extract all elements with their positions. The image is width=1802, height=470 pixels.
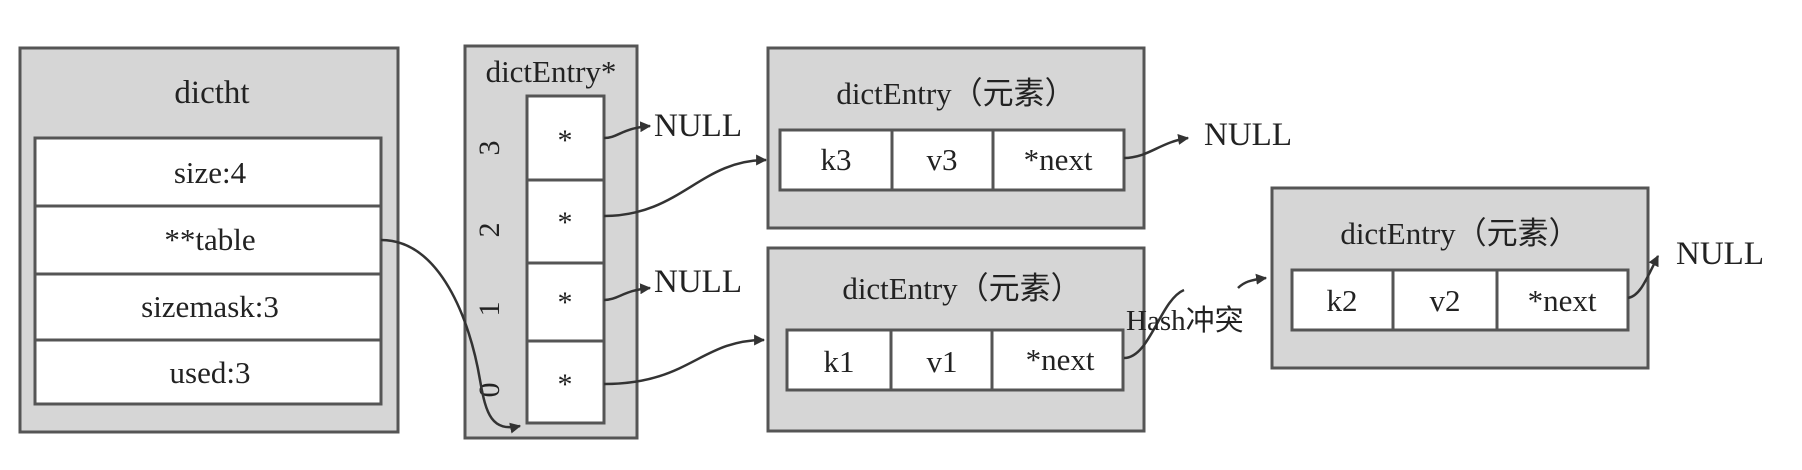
- bucket-0-pointer: *: [558, 368, 573, 401]
- bucket-1-pointer: *: [558, 286, 573, 319]
- dictht-size-cell: [33, 136, 383, 208]
- bucket-0-cell: [525, 339, 606, 425]
- bucket-0-to-k1-arrow: [603, 334, 766, 386]
- entry-k3-key: k3: [821, 142, 852, 177]
- entry-k3-panel: dictEntry（元素） k3 v3 *next: [766, 46, 1146, 230]
- bucket-2-cell: [525, 178, 606, 265]
- dictht-table-label: **table: [164, 222, 255, 257]
- entry-k3-value-cell: [890, 128, 995, 192]
- entry-k2-next-cell: [1495, 268, 1630, 332]
- entry-k2-value: v2: [1430, 283, 1461, 318]
- bucket-3-index: 3: [473, 141, 506, 156]
- bucket-2-pointer: *: [558, 206, 573, 239]
- entry-k1-value-cell: [889, 328, 994, 392]
- entry-k1-value: v1: [927, 344, 958, 379]
- entry-k2-value-cell: [1391, 268, 1499, 332]
- dictht-used-cell: [33, 338, 383, 406]
- dictht-size-label: size:4: [174, 155, 247, 190]
- bucket-3-null-arrow: [603, 121, 652, 140]
- bucket-1-null-label: NULL: [654, 264, 742, 300]
- pointer-arrows: [380, 121, 1660, 434]
- entry-k3-value: v3: [927, 142, 958, 177]
- bucket-2-to-k3-arrow: [603, 154, 768, 218]
- bucket-0-index: 0: [473, 383, 506, 398]
- k1-next-collision-line: [1123, 288, 1185, 360]
- bucket-1-index: 1: [473, 302, 506, 317]
- bucket-1-null-arrow: [603, 283, 652, 302]
- bucket-3-pointer: *: [558, 124, 573, 157]
- bucket-2-index: 2: [473, 223, 506, 238]
- collision-to-k2-arrow: [1237, 273, 1268, 289]
- dictht-sizemask-cell: [33, 272, 383, 342]
- entry-k2-next: *next: [1528, 283, 1597, 318]
- bucket-array-title: dictEntry*: [486, 54, 617, 89]
- k3-null-label: NULL: [1204, 117, 1292, 153]
- entry-k3-key-cell: [778, 128, 894, 192]
- entry-k1-next-cell: [990, 328, 1125, 392]
- dictht-used-label: used:3: [170, 355, 251, 390]
- entry-k1-panel: dictEntry（元素） k1 v1 *next: [766, 246, 1146, 433]
- k3-next-null-arrow: [1123, 133, 1190, 160]
- table-to-buckets-arrow: [380, 238, 522, 434]
- bucket-array-panel: dictEntry* * * * * 3 2 1 0: [463, 44, 639, 440]
- bucket-3-null-label: NULL: [654, 108, 742, 144]
- entry-k2-panel: dictEntry（元素） k2 v2 *next: [1270, 186, 1650, 370]
- entry-k3-next-cell: [991, 128, 1126, 192]
- dictht-title: dictht: [174, 75, 249, 111]
- dictht-sizemask-label: sizemask:3: [141, 289, 279, 324]
- entry-k1-key: k1: [824, 344, 855, 379]
- k2-next-null-arrow: [1627, 255, 1660, 300]
- hash-collision-label: Hash冲突: [1126, 304, 1244, 337]
- entry-k2-title: dictEntry（元素）: [1340, 216, 1579, 251]
- dictht-panel: dictht size:4 **table sizemask:3 used:3: [18, 46, 400, 434]
- entry-k3-title: dictEntry（元素）: [836, 76, 1075, 111]
- entry-k1-title: dictEntry（元素）: [842, 271, 1081, 306]
- entry-k1-key-cell: [785, 328, 893, 392]
- entry-k3-next: *next: [1024, 142, 1093, 177]
- entry-k2-key: k2: [1327, 283, 1358, 318]
- k2-null-label: NULL: [1676, 236, 1764, 272]
- entry-k2-key-cell: [1290, 268, 1395, 332]
- entry-k1-next: *next: [1026, 342, 1095, 377]
